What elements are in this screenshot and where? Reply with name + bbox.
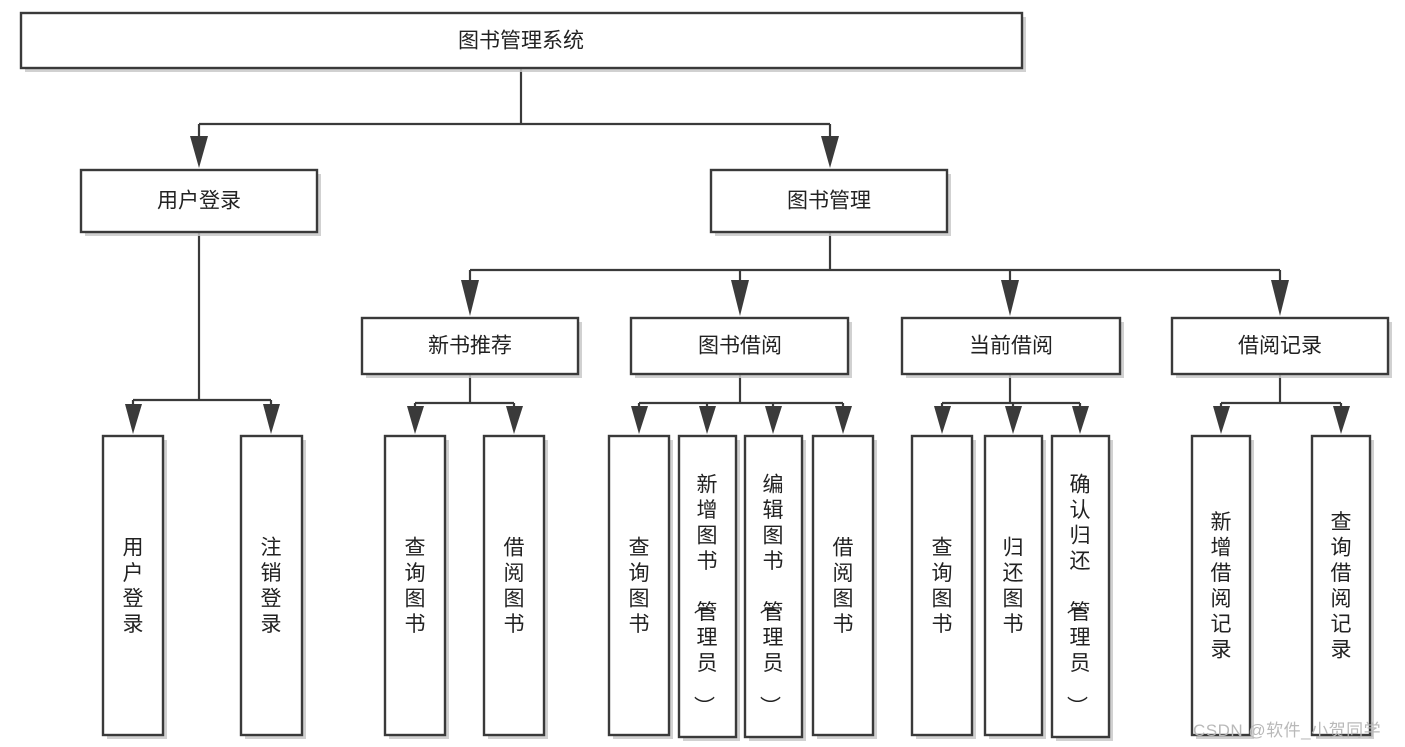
node-leaf-borrow-book[interactable]: 借阅图书: [811, 434, 877, 739]
node-book-management[interactable]: 图书管理: [709, 168, 951, 236]
arrowhead-new-book-recommend: [461, 280, 479, 316]
node-borrow-records[interactable]: 借阅记录: [1170, 316, 1392, 378]
node-user-login-box[interactable]: [79, 168, 319, 234]
arrowhead-leaf-logout: [263, 404, 280, 434]
node-leaf-add-record-label: 新增借阅记录: [1211, 511, 1232, 662]
node-leaf-query-book-rec-box[interactable]: [383, 434, 447, 737]
node-leaf-add-book-box[interactable]: [677, 434, 738, 739]
node-leaf-borrow-book-label: 借阅图书: [833, 536, 854, 636]
arrowhead-leaf-query-book-rec: [407, 406, 424, 434]
node-leaf-logout-label: 注销登录: [261, 536, 282, 636]
arrowhead-leaf-borrow-book-rec: [506, 406, 523, 434]
connector-group: [125, 68, 1350, 434]
node-leaf-borrow-book-rec[interactable]: 借阅图书: [482, 434, 548, 739]
node-leaf-return-book-box[interactable]: [983, 434, 1044, 737]
node-leaf-confirm-return-label: 确认归还（管理员）: [1065, 474, 1091, 717]
node-leaf-query-book-rec[interactable]: 查询图书: [383, 434, 449, 739]
node-borrow-records-label: 借阅记录: [1238, 335, 1322, 358]
node-leaf-logout[interactable]: 注销登录: [239, 434, 306, 739]
node-leaf-query-book-borrow[interactable]: 查询图书: [607, 434, 673, 739]
node-root-label: 图书管理系统: [458, 30, 584, 53]
arrowhead-borrow-records: [1271, 280, 1289, 316]
arrowhead-leaf-add-record: [1213, 406, 1230, 434]
node-current-borrow-box[interactable]: [900, 316, 1122, 376]
node-leaf-user-login[interactable]: 用户登录: [101, 434, 167, 739]
node-user-login-label: 用户登录: [157, 190, 241, 213]
node-leaf-user-login-label: 用户登录: [123, 536, 144, 636]
node-leaf-add-record-box[interactable]: [1190, 434, 1252, 737]
node-group: 图书管理系统 用户登录 图书管理 新书推荐: [19, 11, 1392, 741]
arrowhead-current-borrow: [1001, 280, 1019, 316]
node-leaf-query-book-current-box[interactable]: [910, 434, 974, 737]
node-new-book-recommend-label: 新书推荐: [428, 335, 512, 358]
arrowhead-leaf-borrow-book: [835, 406, 852, 434]
node-leaf-add-book-label: 新增图书（管理员）: [692, 474, 718, 717]
node-book-borrow-box[interactable]: [629, 316, 850, 376]
node-book-borrow-label: 图书借阅: [698, 335, 782, 358]
node-leaf-query-book-borrow-label: 查询图书: [629, 536, 650, 636]
node-leaf-query-record-box[interactable]: [1310, 434, 1372, 737]
node-leaf-borrow-book-rec-label: 借阅图书: [504, 536, 525, 636]
node-leaf-return-book-label: 归还图书: [1003, 536, 1024, 636]
node-leaf-user-login-box[interactable]: [101, 434, 165, 737]
node-user-login[interactable]: 用户登录: [79, 168, 321, 236]
node-current-borrow-label: 当前借阅: [969, 335, 1053, 358]
node-book-borrow[interactable]: 图书借阅: [629, 316, 852, 378]
arrowhead-leaf-return-book: [1005, 406, 1022, 434]
node-leaf-logout-box[interactable]: [239, 434, 304, 737]
node-new-book-recommend-box[interactable]: [360, 316, 580, 376]
node-borrow-records-box[interactable]: [1170, 316, 1390, 376]
csdn-watermark: CSDN @软件_小贺同学: [1193, 721, 1382, 740]
node-leaf-edit-book-label: 编辑图书（管理员）: [758, 474, 784, 717]
node-new-book-recommend[interactable]: 新书推荐: [360, 316, 582, 378]
node-leaf-edit-book[interactable]: 编辑图书（管理员）: [743, 434, 806, 741]
arrowhead-leaf-edit-book: [765, 406, 782, 434]
node-leaf-query-book-current-label: 查询图书: [932, 536, 953, 636]
node-root[interactable]: 图书管理系统: [19, 11, 1026, 72]
node-leaf-add-book[interactable]: 新增图书（管理员）: [677, 434, 740, 741]
arrowhead-leaf-query-book-current: [934, 406, 951, 434]
node-book-management-box[interactable]: [709, 168, 949, 234]
node-leaf-query-record-label: 查询借阅记录: [1331, 511, 1352, 662]
node-leaf-confirm-return[interactable]: 确认归还（管理员）: [1050, 434, 1113, 741]
arrowhead-book-borrow: [731, 280, 749, 316]
node-current-borrow[interactable]: 当前借阅: [900, 316, 1124, 378]
arrowhead-leaf-user-login: [125, 404, 142, 434]
arrowhead-leaf-confirm-return: [1072, 406, 1089, 434]
node-leaf-borrow-book-box[interactable]: [811, 434, 875, 737]
arrowhead-leaf-add-book: [699, 406, 716, 434]
node-leaf-query-book-current[interactable]: 查询图书: [910, 434, 976, 739]
node-root-box[interactable]: [19, 11, 1024, 70]
node-leaf-borrow-book-rec-box[interactable]: [482, 434, 546, 737]
node-leaf-edit-book-box[interactable]: [743, 434, 804, 739]
node-leaf-query-book-borrow-box[interactable]: [607, 434, 671, 737]
node-leaf-add-record[interactable]: 新增借阅记录: [1190, 434, 1254, 739]
arrowhead-user-login: [190, 136, 208, 168]
arrowhead-book-management: [821, 136, 839, 168]
node-leaf-query-book-rec-label: 查询图书: [405, 536, 426, 636]
node-leaf-confirm-return-box[interactable]: [1050, 434, 1111, 739]
arrowhead-leaf-query-record: [1333, 406, 1350, 434]
arrowhead-leaf-query-book-borrow: [631, 406, 648, 434]
node-leaf-query-record[interactable]: 查询借阅记录: [1310, 434, 1374, 739]
node-leaf-return-book[interactable]: 归还图书: [983, 434, 1046, 739]
node-book-management-label: 图书管理: [787, 190, 871, 213]
